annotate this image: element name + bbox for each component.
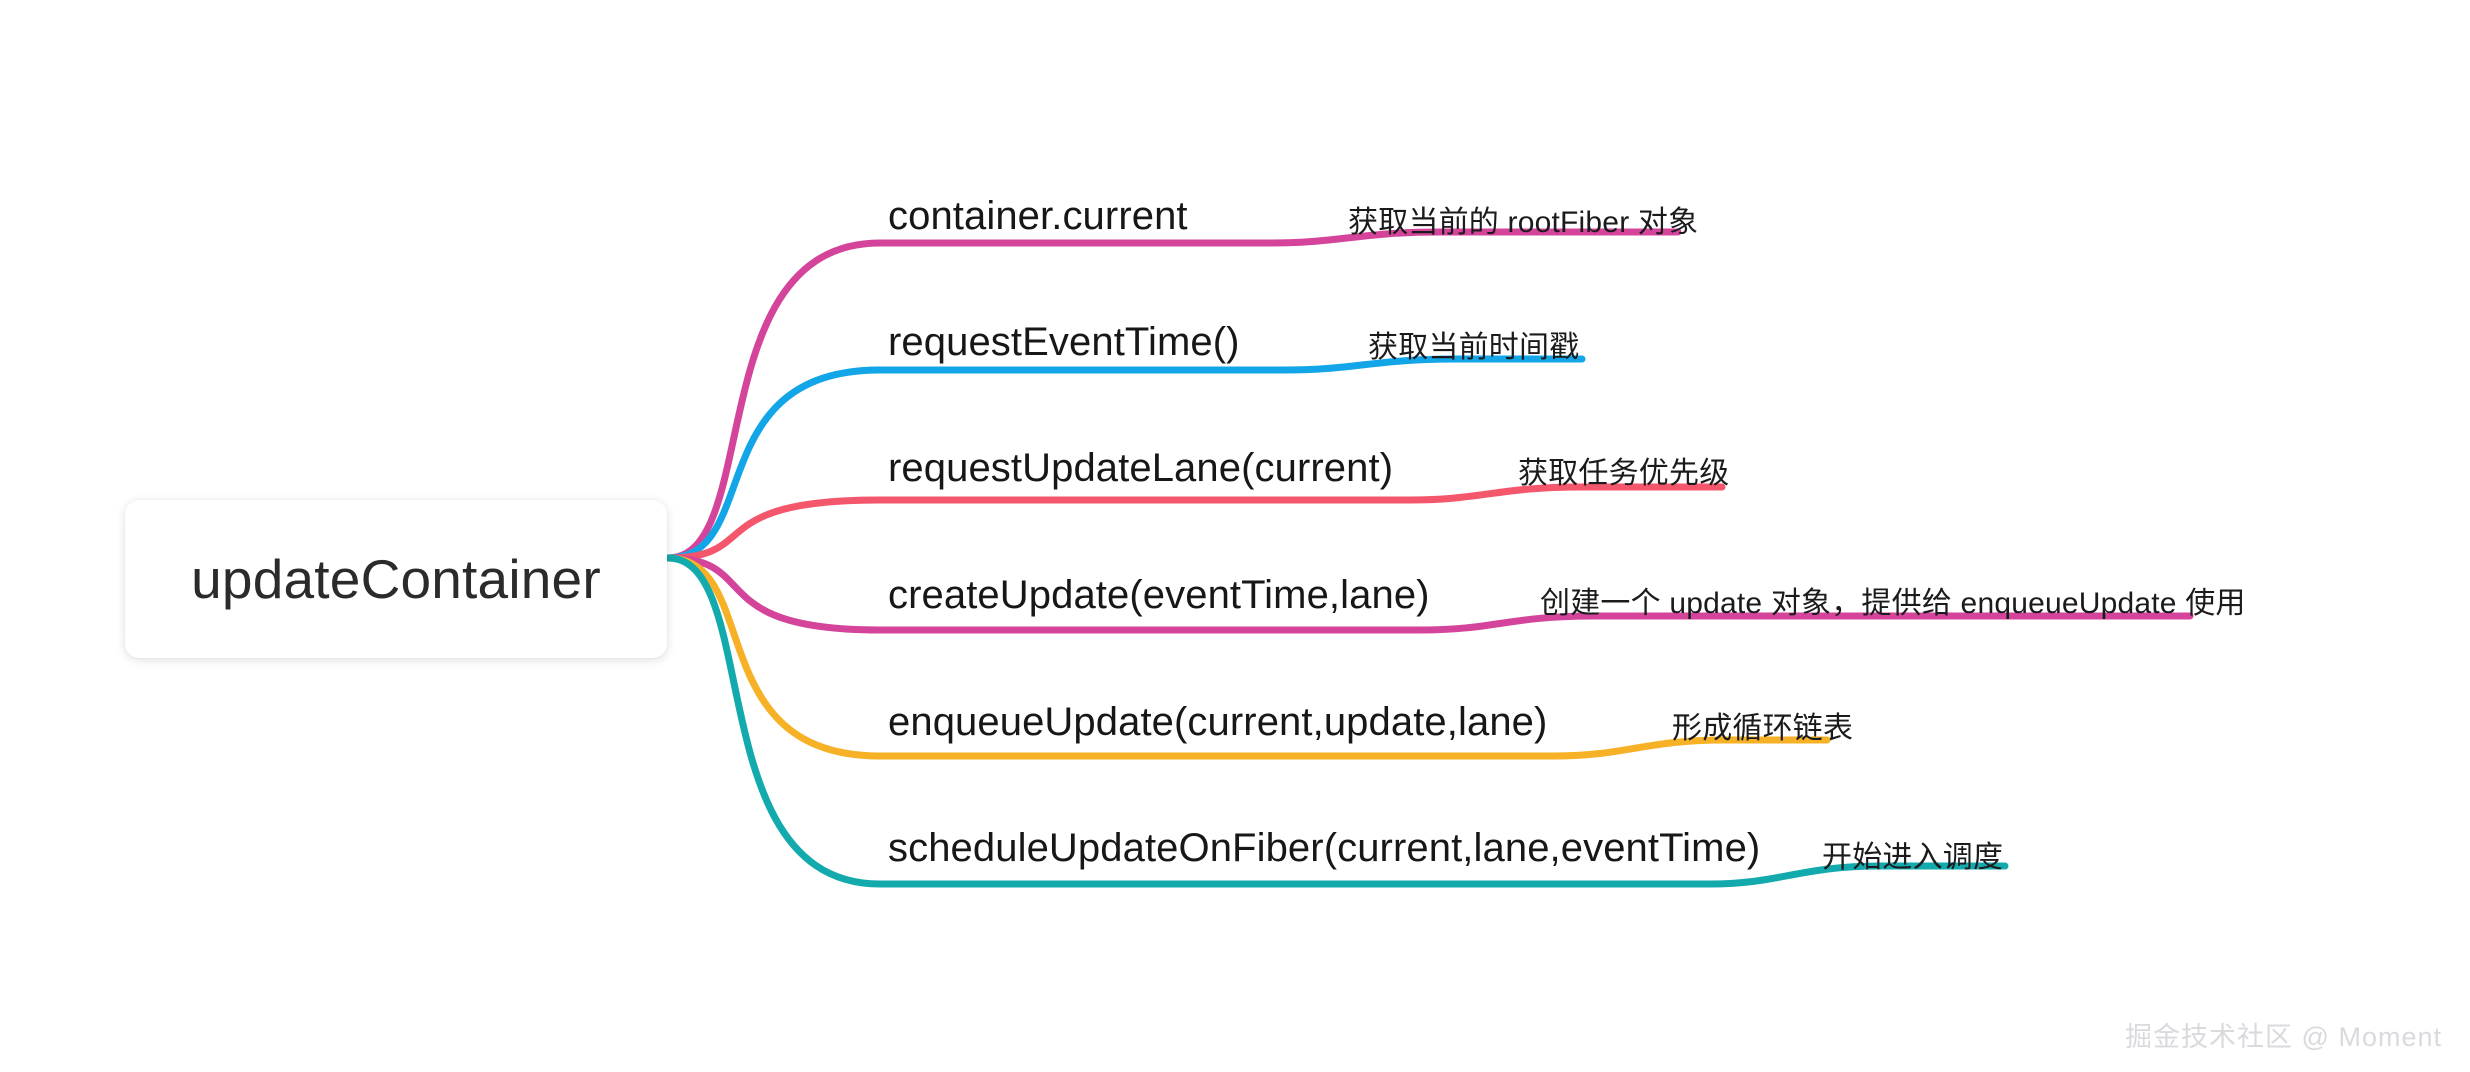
branch-title-schedule-update-on-fiber[interactable]: scheduleUpdateOnFiber(current,lane,event… [888, 826, 1761, 870]
branch-title-create-update[interactable]: createUpdate(eventTime,lane) [888, 573, 1430, 617]
branch-title-container-current[interactable]: container.current [888, 194, 1188, 238]
branch-note-container-current: 获取当前的 rootFiber 对象 [1348, 206, 1699, 239]
watermark: 掘金技术社区 @ Moment [2125, 1022, 2442, 1052]
root-node-label: updateContainer [191, 548, 601, 610]
branch-title-enqueue-update[interactable]: enqueueUpdate(current,update,lane) [888, 700, 1548, 744]
branch-line-container-current [664, 228, 1682, 562]
branch-line-request-update-lane [664, 483, 1726, 562]
branch-note-request-event-time: 获取当前时间戳 [1368, 331, 1580, 364]
branch-title-request-event-time[interactable]: requestEventTime() [888, 320, 1240, 364]
branch-note-create-update: 创建一个 update 对象，提供给 enqueueUpdate 使用 [1540, 587, 2246, 620]
branch-note-schedule-update-on-fiber: 开始进入调度 [1822, 841, 2004, 874]
branch-note-request-update-lane: 获取任务优先级 [1518, 457, 1730, 490]
branch-title-request-update-lane[interactable]: requestUpdateLane(current) [888, 446, 1394, 490]
root-node-card[interactable]: updateContainer [125, 500, 667, 658]
branch-note-enqueue-update: 形成循环链表 [1672, 712, 1854, 745]
